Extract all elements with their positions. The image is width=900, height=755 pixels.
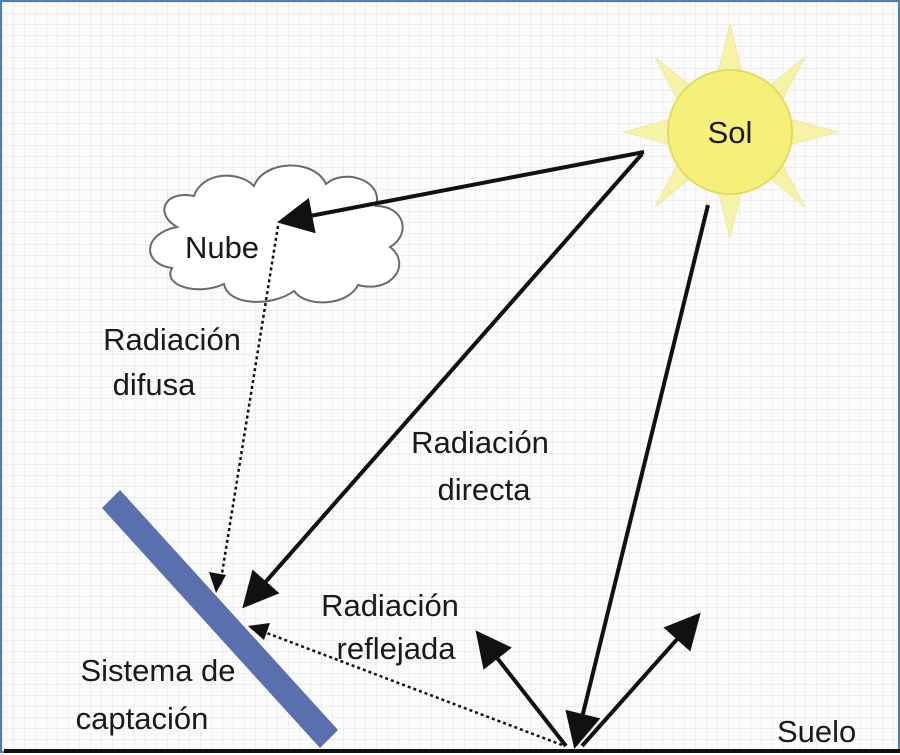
- diffuse-label-line1: Radiación: [103, 322, 241, 357]
- reflected-radiation-arrow-right: [580, 612, 701, 748]
- collector-panel: [102, 490, 338, 748]
- reflected-to-collector-arrowhead: [248, 623, 270, 640]
- sun-label: Sol: [708, 115, 753, 150]
- direct-label-line1: Radiación: [411, 425, 549, 460]
- direct-label-line2: directa: [437, 472, 531, 507]
- sun-to-cloud-arrow: [276, 150, 645, 234]
- ground-label: Suelo: [777, 714, 856, 749]
- diffuse-radiation-line: [218, 225, 280, 587]
- collector-label-line1: Sistema de: [80, 653, 235, 688]
- reflected-label-line2: reflejada: [337, 631, 457, 666]
- diffuse-radiation-arrowhead: [209, 572, 226, 593]
- collector-label-line2: captación: [76, 701, 209, 736]
- reflected-to-collector-line: [263, 630, 563, 747]
- cloud-label: Nube: [185, 230, 259, 265]
- reflected-radiation-arrow-left: [475, 630, 568, 748]
- sun-to-ground-arrow: [565, 204, 710, 749]
- direct-radiation-arrow: [242, 152, 644, 609]
- sun-icon: [622, 23, 840, 239]
- diffuse-label-line2: difusa: [113, 367, 196, 402]
- reflected-label-line1: Radiación: [321, 588, 459, 623]
